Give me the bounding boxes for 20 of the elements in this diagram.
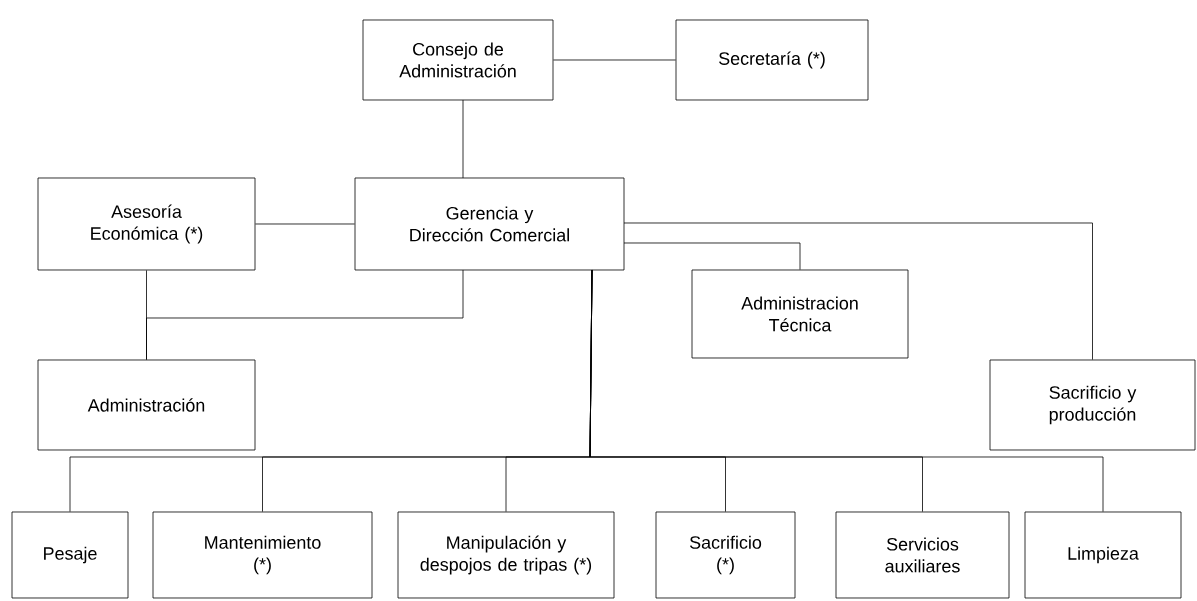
- org-box: Sacrificio (*): [655, 511, 796, 599]
- connector-line: [146, 269, 464, 360]
- org-box: Servicios auxiliares: [835, 511, 1010, 599]
- org-box: Limpieza: [1024, 511, 1182, 599]
- org-box: Secretaría (*): [675, 19, 869, 101]
- org-box: Pesaje: [11, 511, 129, 599]
- org-box: Administracion Técnica: [691, 269, 909, 359]
- org-box: Sacrificio y producción: [989, 359, 1196, 451]
- org-box: Manipulación y despojos de tripas (*): [397, 511, 615, 599]
- connector-line: [589, 269, 1104, 512]
- org-box: Mantenimiento (*): [152, 511, 373, 599]
- org-box: Consejo de Administración: [362, 19, 554, 101]
- org-box: Administración: [37, 359, 256, 451]
- connector-line: [553, 59, 676, 61]
- org-box: Asesoría Económica (*): [37, 177, 256, 271]
- connector-line: [462, 99, 464, 179]
- connector-line: [255, 223, 355, 225]
- org-box: Gerencia y Dirección Comercial: [354, 177, 625, 271]
- connector-line: [623, 222, 1093, 360]
- connector-line: [623, 242, 801, 270]
